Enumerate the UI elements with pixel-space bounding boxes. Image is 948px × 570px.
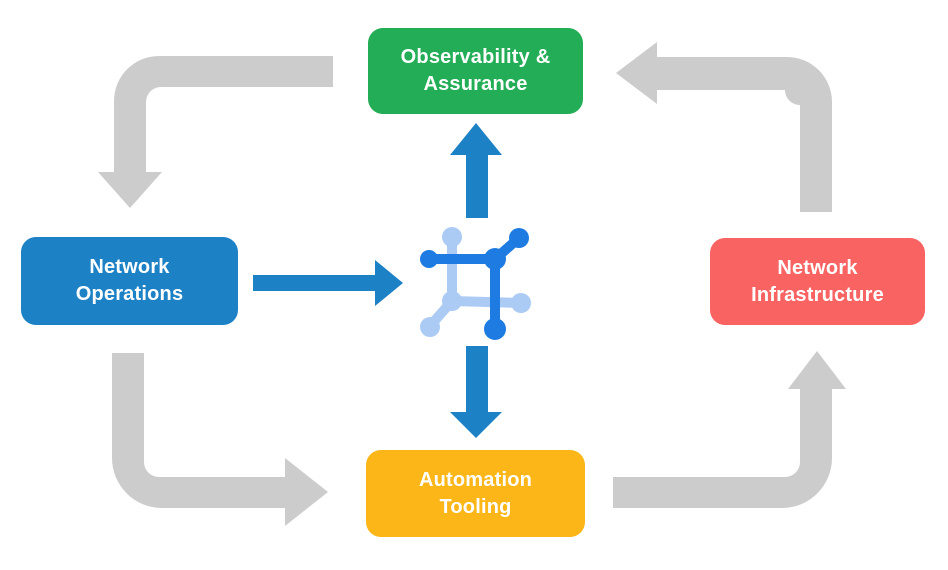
hub-arrow-icon-to-observability [450,123,502,218]
node-automation-tooling: Automation Tooling [366,450,585,537]
node-observability-assurance-label: Observability & Assurance [400,46,551,95]
hub-icon-light-branches [420,227,531,337]
cycle-arrow-automation-to-infrastructure [613,351,846,508]
cycle-arrow-infrastructure-to-observability [616,42,832,212]
hub-arrow-icon-to-automation [450,346,502,438]
hub-arrow-operations-to-icon [253,260,403,306]
node-network-operations: Network Operations [21,237,238,325]
node-observability-assurance: Observability & Assurance [368,28,583,114]
node-automation-tooling-label: Automation Tooling [418,468,533,518]
node-network-infrastructure: Network Infrastructure [710,238,925,325]
node-network-infrastructure-label: Network Infrastructure [751,256,884,306]
cycle-arrow-operations-to-automation [112,353,328,526]
node-network-operations-label: Network Operations [75,256,184,305]
network-automation-hub-icon [420,227,531,340]
cycle-arrow-observability-to-operations [98,56,333,208]
hub-icon-dark-branches [420,228,529,340]
